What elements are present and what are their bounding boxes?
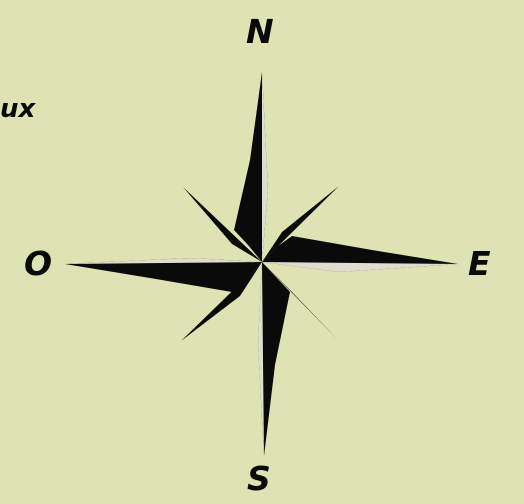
north-spike-highlight [262,72,268,262]
west-label: O [24,247,52,280]
south-label: S [247,462,271,495]
east-label: E [468,247,491,280]
north-label: N [246,15,274,48]
